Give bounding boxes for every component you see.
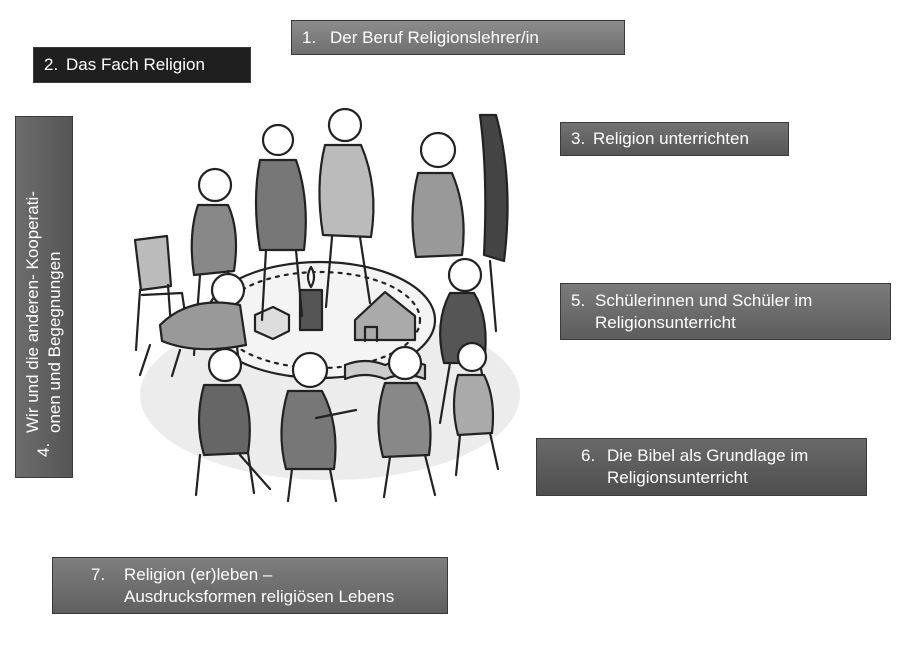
topic-box-6: 6. Die Bibel als Grundlage im Religionsu…: [536, 438, 867, 496]
topic-box-1: 1. Der Beruf Religionslehrer/in: [291, 20, 625, 55]
topic-label: Das Fach Religion: [66, 55, 205, 74]
topic-label-line-2: Ausdrucksformen religiösen Lebens: [124, 587, 395, 606]
topic-number: 3.: [571, 129, 586, 148]
topic-number: 5.: [571, 291, 586, 310]
topic-label: Der Beruf Religionslehrer/in: [330, 27, 539, 47]
topic-label: Religion (er)leben – Ausdrucksformen rel…: [124, 564, 394, 608]
topic-box-5: 5. Schülerinnen und Schüler im Religions…: [560, 283, 891, 340]
topic-box-2: 2. Das Fach Religion: [33, 47, 251, 83]
topic-label-line-2: onen und Begegnungen: [45, 251, 64, 433]
candle-shape: [298, 288, 324, 332]
circle-of-people-illustration: [133, 107, 520, 503]
topic-label: Die Bibel als Grundlage im Religionsunte…: [607, 445, 808, 489]
topic-label-line-2: Religionsunterricht: [607, 468, 748, 487]
topic-box-7: 7. Religion (er)leben – Ausdrucksformen …: [52, 557, 448, 614]
topic-number: 7.: [91, 565, 106, 584]
topic-label-line-2: Religionsunterricht: [595, 313, 736, 332]
topic-label-line-1: Schülerinnen und Schüler im: [595, 291, 813, 310]
topic-number: 1.: [302, 27, 317, 47]
topic-number: 2.: [44, 55, 59, 74]
topic-label: Schülerinnen und Schüler im Religionsunt…: [595, 290, 812, 334]
topic-label-line-1: Wir und die anderen- Kooperati-: [23, 191, 42, 433]
topic-label: Wir und die anderen- Kooperati- onen und…: [22, 191, 66, 433]
topic-number: 4.: [34, 442, 53, 457]
topic-box-4: 4. Wir und die anderen- Kooperati- onen …: [15, 116, 73, 478]
rotated-label-group: 4. Wir und die anderen- Kooperati- onen …: [20, 137, 68, 457]
topic-number: 6.: [581, 446, 596, 465]
topic-label: Religion unterrichten: [593, 129, 749, 148]
topic-label-line-1: Die Bibel als Grundlage im: [607, 446, 809, 465]
topic-label-line-1: Religion (er)leben –: [124, 565, 273, 584]
topic-box-3: 3. Religion unterrichten: [560, 122, 789, 156]
